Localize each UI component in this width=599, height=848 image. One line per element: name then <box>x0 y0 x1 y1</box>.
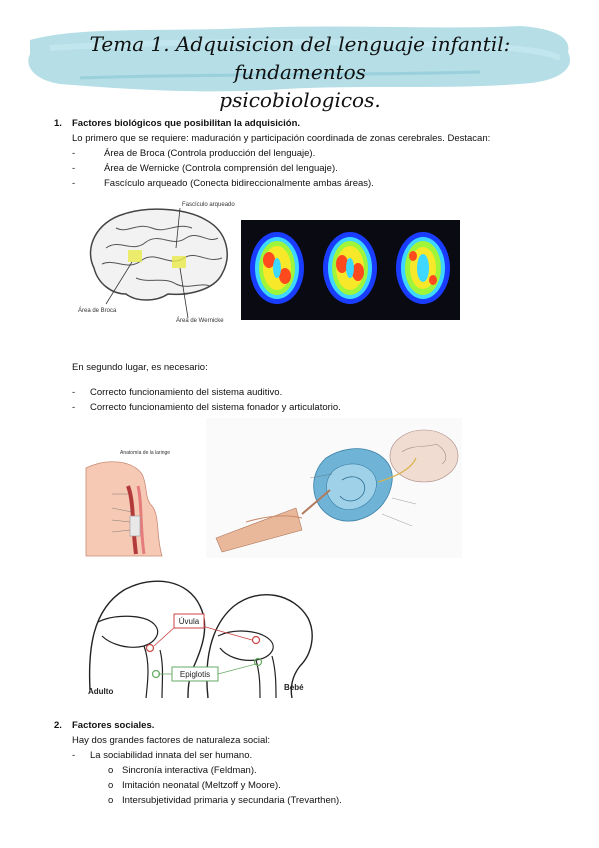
page-title: Tema 1. Adquisicion del lenguaje infanti… <box>89 32 511 112</box>
section-1-second: En segundo lugar, es necesario: -Correct… <box>72 360 572 415</box>
airway-comparison-diagram: Úvula Epiglotis Adulto Bebé <box>84 570 320 700</box>
scan-1 <box>250 232 304 304</box>
title-banner <box>28 26 570 92</box>
section-1: 1. Factores biológicos que posibilitan la… <box>54 116 574 191</box>
larynx-diagram: Anatomía de la laringe <box>82 446 202 558</box>
label-adulto: Adulto <box>88 687 113 696</box>
section-intro: Hay dos grandes factores de naturaleza s… <box>72 735 271 746</box>
section-number: 1. <box>54 118 62 129</box>
label-fasciculo: Fascículo arqueado <box>182 202 235 208</box>
list-item: -Correcto funcionamiento del sistema aud… <box>72 387 283 398</box>
list-item: -Fascículo arqueado (Conecta bidireccion… <box>72 178 374 189</box>
label-broca: Área de Broca <box>78 307 117 314</box>
label-wernicke: Área de Wernicke <box>176 317 224 324</box>
pet-scan-image <box>241 220 460 320</box>
label-epiglotis: Epiglotis <box>180 670 210 679</box>
list-item: -Área de Broca (Controla producción del … <box>72 148 316 159</box>
label-uvula: Úvula <box>179 617 200 626</box>
ear-anatomy-diagram <box>206 418 462 558</box>
paragraph: En segundo lugar, es necesario: <box>72 362 208 373</box>
section-heading: Factores biológicos que posibilitan la a… <box>72 118 301 129</box>
section-2: 2. Factores sociales. Hay dos grandes fac… <box>54 718 574 808</box>
scan-2 <box>323 232 377 304</box>
larynx-title: Anatomía de la laringe <box>120 450 170 456</box>
section-number: 2. <box>54 720 62 731</box>
list-item: -La sociabilidad innata del ser humano. <box>72 750 253 761</box>
section-heading: Factores sociales. <box>72 720 155 731</box>
list-item: -Área de Wernicke (Controla comprensión … <box>72 163 338 174</box>
scan-3 <box>396 232 450 304</box>
list-item: -Correcto funcionamiento del sistema fon… <box>72 402 341 413</box>
label-bebe: Bebé <box>284 683 304 692</box>
section-intro: Lo primero que se requiere: maduración y… <box>72 133 491 144</box>
brain-diagram: Fascículo arqueado Área de Broca Área de… <box>78 202 235 324</box>
